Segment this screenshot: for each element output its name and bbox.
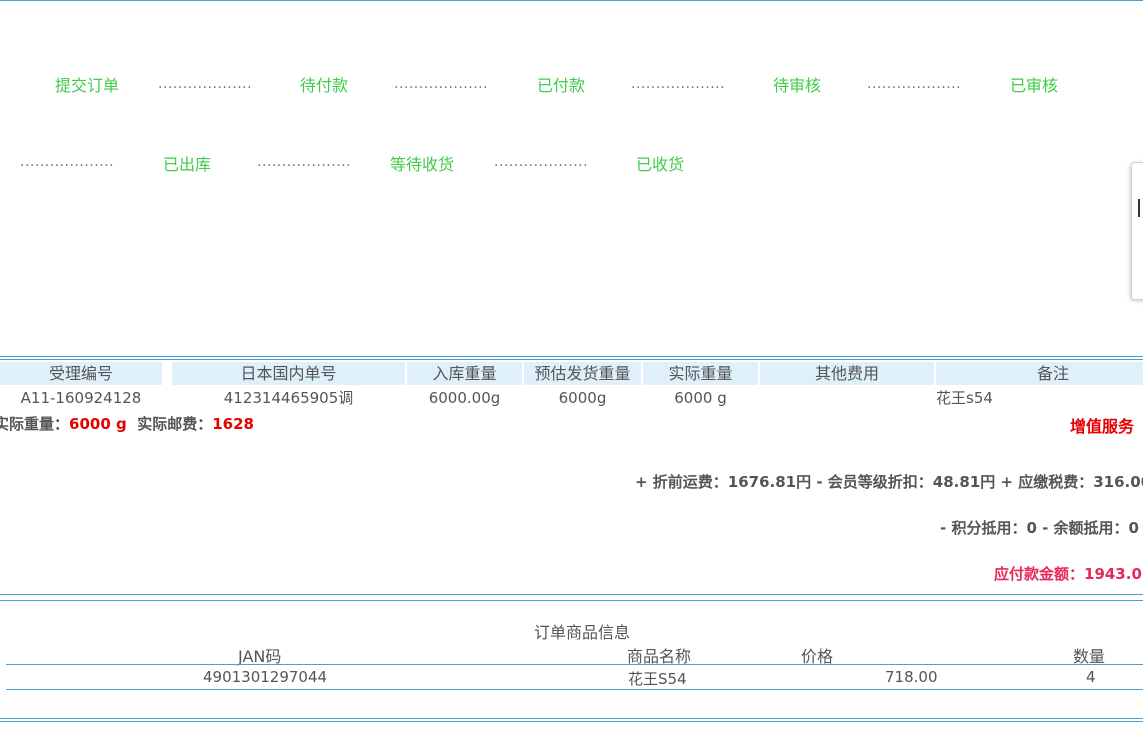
step-separator: ................... <box>494 154 589 170</box>
goods-header-rule <box>6 664 1143 665</box>
col-header-jp-tracking-no: 日本国内单号 <box>172 362 405 385</box>
amount-payable: 应付款金额：1943.0 <box>994 565 1142 583</box>
step-pending-payment: 待付款 <box>300 76 349 95</box>
value-added-service-link[interactable]: 增值服务 <box>1070 417 1135 436</box>
col-header-est-ship-weight: 预估发货重量 <box>524 362 641 385</box>
goods-row-rule <box>6 689 1143 690</box>
step-submit-order: 提交订单 <box>55 76 120 95</box>
bottom-rule-2 <box>0 721 1143 722</box>
side-chat-panel[interactable] <box>1131 162 1143 300</box>
weight-postage-summary: 实际重量：6000 g 实际邮费：1628 <box>0 413 254 434</box>
cell-actual-weight: 6000 g <box>674 389 727 407</box>
step-separator: ................... <box>867 76 962 92</box>
step-separator: ................... <box>158 76 253 92</box>
input-caret <box>1138 199 1140 217</box>
cell-product-name: 花王S54 <box>628 670 687 688</box>
col-header-inbound-weight: 入库重量 <box>407 362 522 385</box>
deduction-line: - 积分抵用：0 - 余额抵用：0 <box>940 519 1139 537</box>
bottom-rule <box>0 718 1143 719</box>
goods-top-rule-2 <box>0 600 1143 601</box>
actual-weight-value: 6000 g <box>69 415 127 433</box>
step-separator: ................... <box>394 76 489 92</box>
step-separator: ................... <box>20 154 115 170</box>
table-top-rule <box>0 356 1143 357</box>
step-paid: 已付款 <box>537 76 586 95</box>
step-reviewed: 已审核 <box>1010 76 1059 95</box>
step-received: 已收货 <box>636 155 685 174</box>
cell-quantity: 4 <box>1086 668 1096 686</box>
goods-top-rule <box>0 594 1143 595</box>
step-shipped-out: 已出库 <box>163 155 212 174</box>
top-divider <box>0 0 1143 1</box>
actual-weight-label: 实际重量： <box>0 415 70 433</box>
actual-postage-value: 1628 <box>212 415 254 433</box>
table-top-rule-2 <box>0 359 1143 360</box>
col-header-quantity: 数量 <box>1073 647 1106 666</box>
cell-inbound-weight: 6000.00g <box>428 389 501 407</box>
step-separator: ................... <box>631 76 726 92</box>
col-header-actual-weight: 实际重量 <box>643 362 758 385</box>
cell-jan-code: 4901301297044 <box>203 668 328 686</box>
cell-est-ship-weight: 6000g <box>558 389 607 407</box>
col-header-remarks: 备注 <box>936 362 1143 385</box>
col-header-jan-code: JAN码 <box>238 647 282 666</box>
cell-acceptance-no: A11-160924128 <box>20 389 142 407</box>
actual-postage-label: 实际邮费： <box>137 415 213 433</box>
order-goods-title: 订单商品信息 <box>534 623 631 642</box>
step-awaiting-receipt: 等待收货 <box>390 155 455 174</box>
col-header-product-name: 商品名称 <box>627 647 692 666</box>
cell-remarks: 花王s54 <box>936 389 993 407</box>
col-header-other-fees: 其他费用 <box>760 362 934 385</box>
cell-price: 718.00 <box>885 668 938 686</box>
step-separator: ................... <box>257 154 352 170</box>
step-pending-review: 待审核 <box>773 76 822 95</box>
col-header-price: 价格 <box>801 647 834 666</box>
fee-breakdown-line: + 折前运费：1676.81円 - 会员等级折扣：48.81円 + 应缴税费：3… <box>635 473 1143 491</box>
col-header-acceptance-no: 受理编号 <box>0 362 162 385</box>
cell-jp-tracking-no: 412314465905调 <box>223 389 354 407</box>
